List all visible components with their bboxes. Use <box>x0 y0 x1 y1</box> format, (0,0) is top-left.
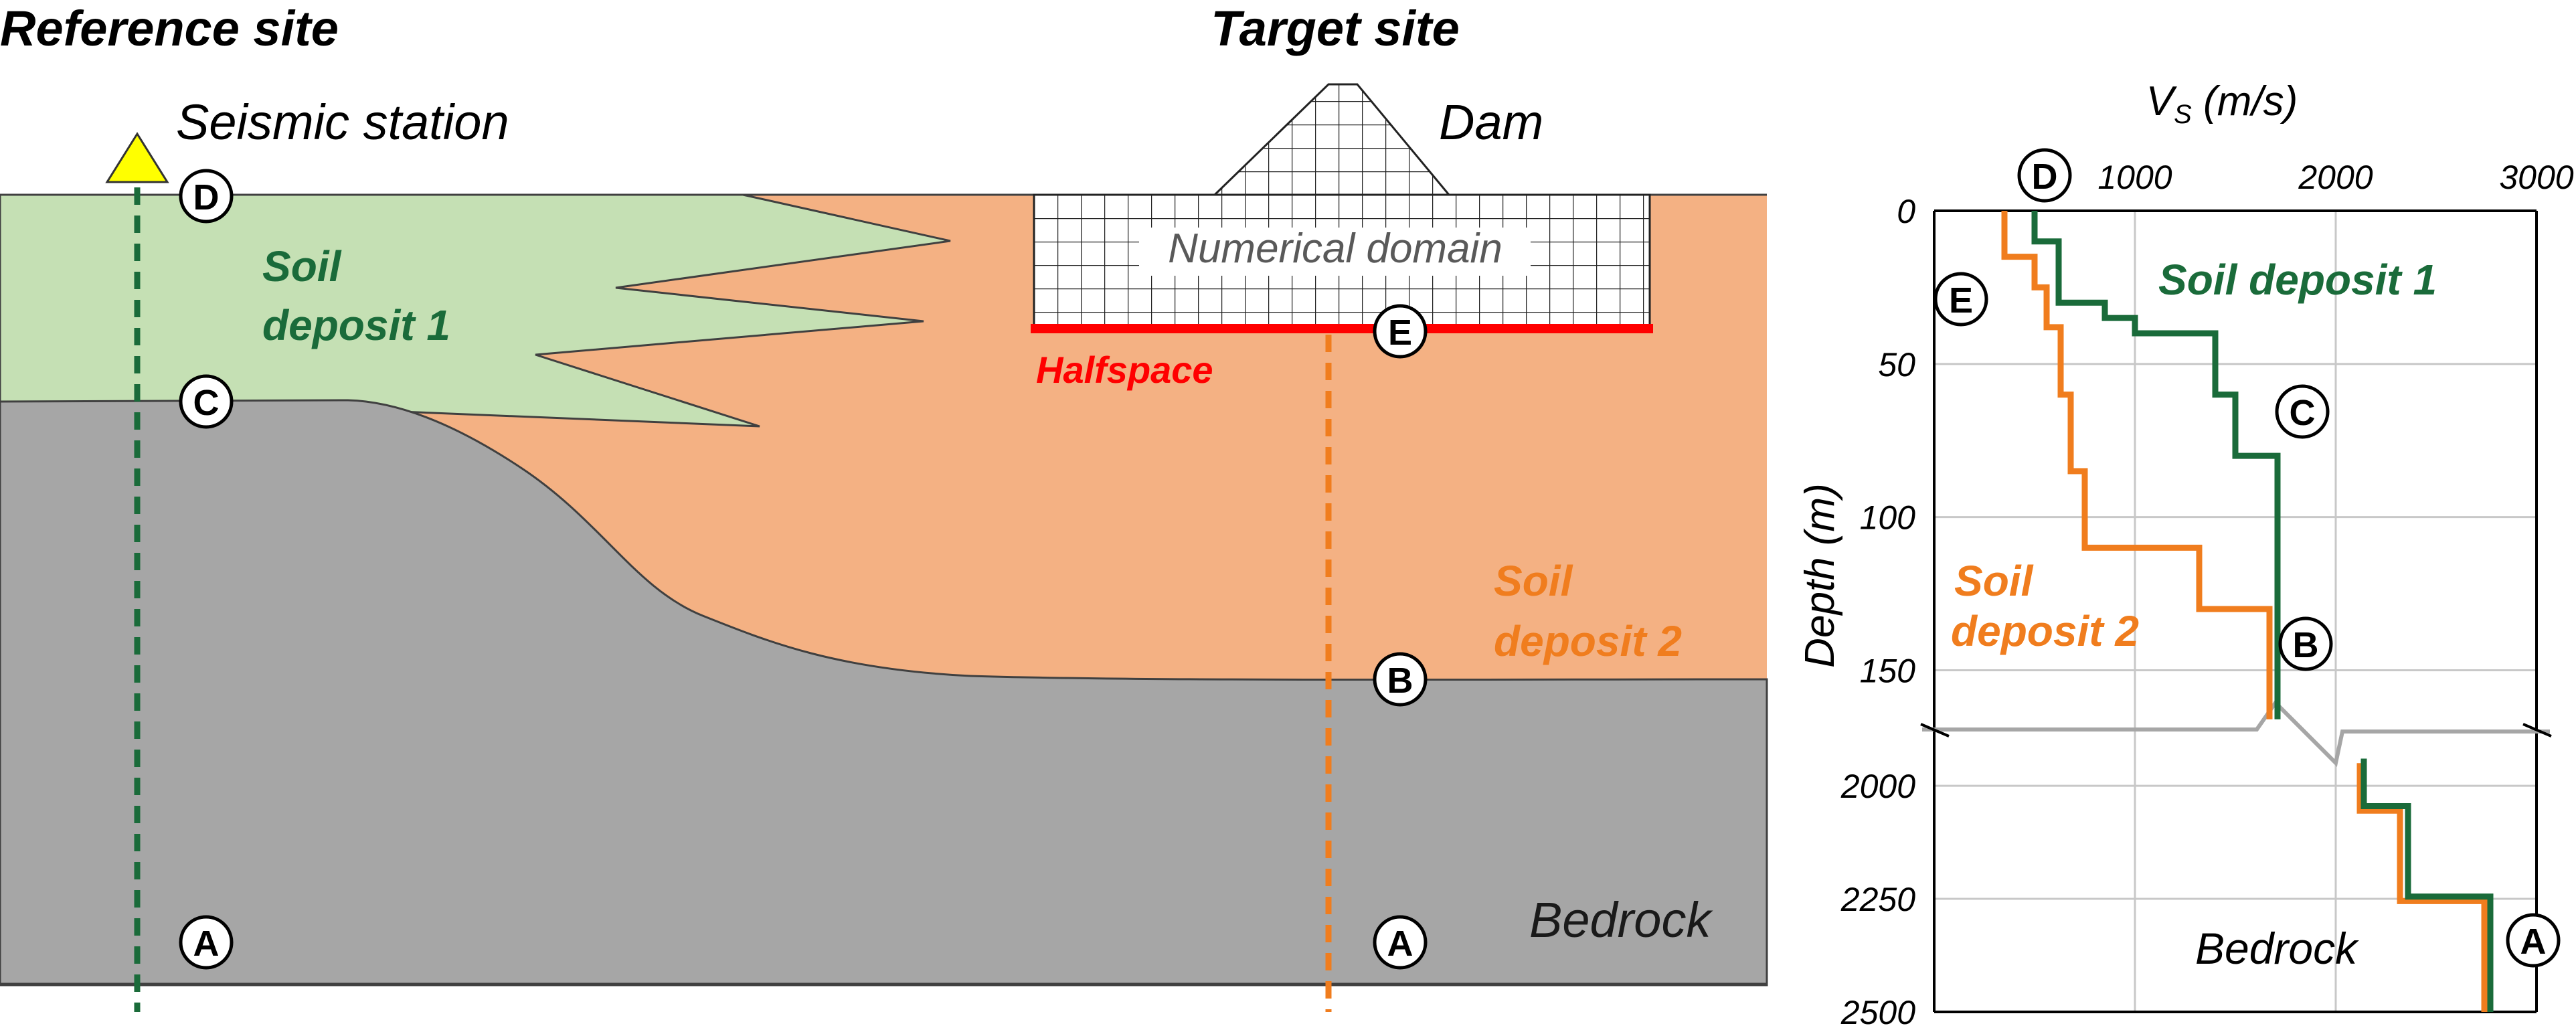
series-top-soil-deposit-1 <box>2031 211 2281 719</box>
soil-deposit-2-label-line1: Soil <box>1494 557 1573 605</box>
soil-deposit-1-label-line1: Soil <box>262 242 342 290</box>
series-bottom-soil-deposit-1 <box>2360 758 2494 1012</box>
halfspace-label: Halfspace <box>1036 349 1213 391</box>
marker-E-target: E <box>1373 304 1428 359</box>
y-tick-top-2: 100 <box>1860 499 1916 537</box>
cross-section: Numerical domain Halfspace Reference sit… <box>0 1 1768 1012</box>
axis-break-mark-right <box>2522 723 2552 738</box>
dam-label: Dam <box>1439 94 1543 150</box>
x-tick-2: 3000 <box>2499 159 2573 196</box>
svg-text:A: A <box>2520 922 2547 962</box>
y-axis-label: Depth (m) <box>1797 483 1843 668</box>
seismic-station-label: Seismic station <box>176 94 509 150</box>
marker-A-reference: A <box>179 915 234 970</box>
axis-break-mark-left <box>1920 723 1950 738</box>
chart-bedrock-label: Bedrock <box>2195 924 2359 973</box>
chart-bottom-frame <box>1934 732 2537 1013</box>
marker-A-target: A <box>1373 915 1428 970</box>
x-tick-labels: 1000 2000 3000 <box>2097 159 2573 196</box>
bedrock-label: Bedrock <box>1529 892 1713 948</box>
series-top-soil-deposit-2 <box>2001 211 2273 719</box>
svg-text:D: D <box>193 177 220 218</box>
svg-text:B: B <box>1387 661 1413 701</box>
series-label-soil-2-line1: Soil <box>1954 557 2034 605</box>
series-label-soil-1: Soil deposit 1 <box>2158 256 2437 304</box>
chart-marker-D: D <box>2017 148 2072 203</box>
y-tick-top-1: 50 <box>1878 346 1915 383</box>
marker-D-reference: D <box>179 169 234 224</box>
y-tick-labels-top: 0 50 100 150 <box>1860 193 1916 689</box>
numerical-domain-label-bg <box>1139 228 1531 276</box>
y-tick-bottom-0: 2000 <box>1840 768 1915 805</box>
y-tick-top-3: 150 <box>1860 652 1916 689</box>
svg-text:D: D <box>2032 157 2058 197</box>
y-tick-bottom-2: 2500 <box>1840 994 1915 1031</box>
reference-site-title: Reference site <box>0 1 339 56</box>
numerical-domain-label: Numerical domain <box>1168 226 1502 272</box>
chart-marker-E: E <box>1934 272 1988 327</box>
x-tick-0: 1000 <box>2097 159 2172 196</box>
y-tick-bottom-1: 2250 <box>1840 881 1915 918</box>
soil-deposit-2-label-line2: deposit 2 <box>1494 617 1682 665</box>
series-label-soil-2-line2: deposit 2 <box>1951 607 2139 655</box>
vs-chart: 1000 2000 3000 0 50 100 150 2000 2250 2500 VS (… <box>1797 78 2574 1031</box>
axis-break-line <box>1922 699 2550 768</box>
svg-text:E: E <box>1949 280 1973 321</box>
svg-text:C: C <box>193 383 220 423</box>
series-bottom-soil-deposit-2 <box>2356 763 2488 1012</box>
chart-top-frame <box>1934 211 2537 732</box>
y-tick-labels-bottom: 2000 2250 2500 <box>1840 768 1915 1031</box>
y-tick-top-0: 0 <box>1897 193 1915 230</box>
svg-text:E: E <box>1388 313 1412 353</box>
chart-marker-B: B <box>2278 616 2333 671</box>
x-tick-1: 2000 <box>2298 159 2373 196</box>
series-group <box>2001 211 2494 1012</box>
chart-marker-C: C <box>2275 384 2330 439</box>
soil-deposit-1-label-line2: deposit 1 <box>262 301 450 349</box>
svg-text:A: A <box>193 924 220 964</box>
marker-C-reference: C <box>179 374 234 429</box>
dam-mesh <box>1212 83 1452 196</box>
marker-B-target: B <box>1373 652 1428 707</box>
svg-text:A: A <box>1387 924 1413 964</box>
svg-text:C: C <box>2290 393 2316 433</box>
chart-marker-A: A <box>2506 913 2561 968</box>
svg-text:B: B <box>2293 625 2319 665</box>
grid-top <box>1934 211 2537 732</box>
seismic-station-icon <box>105 132 169 183</box>
target-site-title: Target site <box>1211 1 1459 56</box>
x-axis-label: VS (m/s) <box>2146 78 2298 129</box>
